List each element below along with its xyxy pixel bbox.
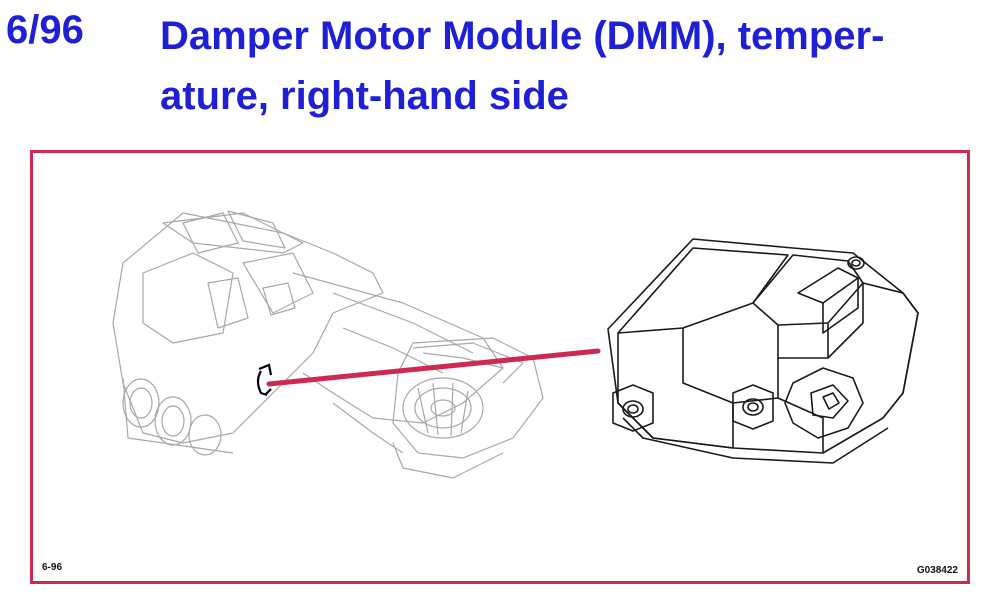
figure-number-label: 6-96 xyxy=(42,562,63,573)
dmm-location-marker xyxy=(256,363,273,397)
figure-frame: 6-96 G038422 xyxy=(30,150,970,584)
hvac-housing-drawing xyxy=(112,210,544,479)
technical-illustration xyxy=(112,210,919,479)
damper-motor-module-drawing xyxy=(607,238,919,464)
page-title-line-2: ature, right-hand side xyxy=(160,74,569,118)
leader-line xyxy=(266,348,601,387)
graphic-code-label: G038422 xyxy=(916,565,958,576)
section-number: 6/96 xyxy=(6,8,84,52)
page-title: Damper Motor Module (DMM), temper- ature… xyxy=(160,6,990,126)
page-title-line-1: Damper Motor Module (DMM), temper- xyxy=(160,14,885,58)
